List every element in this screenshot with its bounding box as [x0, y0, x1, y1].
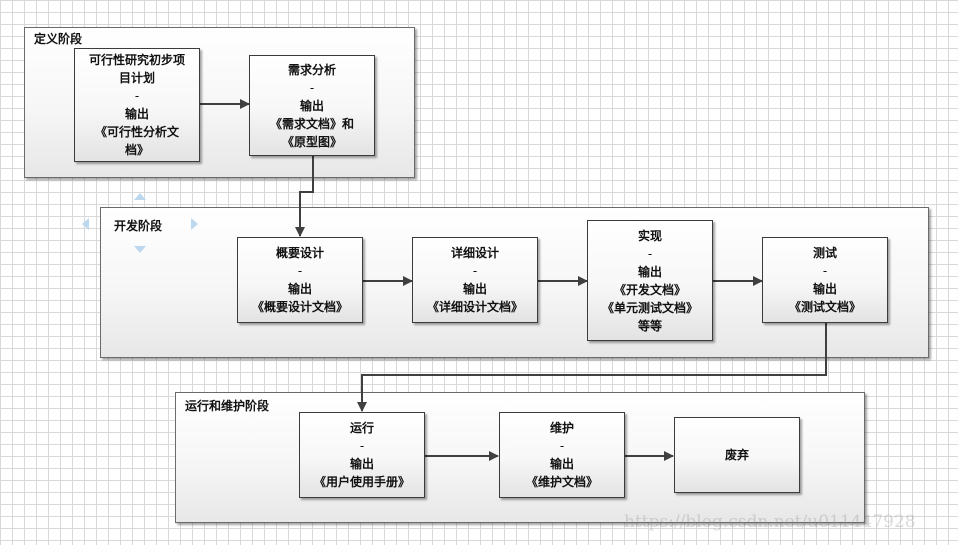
box-maintain-text: 维护 - 输出《维护文档》 — [526, 419, 598, 491]
box-feasibility-text-line: 档》 — [124, 143, 149, 157]
box-feasibility[interactable]: 可行性研究初步项目计划 - 输出《可行性分析文档》 — [74, 48, 200, 162]
box-implement-text-line: 输出 — [637, 264, 662, 279]
box-requirements-text-line: 《原型图》 — [281, 134, 342, 149]
watermark: https://blog.csdn.net/u011447928 — [624, 512, 916, 532]
box-outline-design-text-line: - — [297, 264, 303, 278]
box-requirements-text: 需求分析 - 输出《需求文档》和《原型图》 — [270, 61, 354, 151]
box-detail-design-text-line: 输出 — [462, 282, 487, 296]
box-outline-design-text-line: 《概要设计文档》 — [251, 300, 348, 314]
box-outline-design-text-line: 输出 — [287, 282, 312, 296]
resize-right-handle-icon[interactable] — [191, 218, 198, 230]
resize-left-handle-icon[interactable] — [82, 218, 89, 230]
box-retire-text-line: 废弃 — [724, 448, 749, 462]
box-requirements-text-line: - — [309, 80, 315, 95]
box-run-text: 运行 - 输出《用户使用手册》 — [314, 419, 410, 491]
box-feasibility-text-line: 《可行性分析文 — [94, 125, 179, 139]
box-testing-text-line: - — [822, 264, 828, 278]
box-requirements[interactable]: 需求分析 - 输出《需求文档》和《原型图》 — [249, 55, 375, 156]
box-run-text-line: 输出 — [349, 457, 374, 471]
box-feasibility-text: 可行性研究初步项目计划 - 输出《可行性分析文档》 — [89, 51, 185, 159]
box-run-text-line: 《用户使用手册》 — [313, 475, 410, 489]
box-testing-text: 测试 - 输出《测试文档》 — [789, 244, 861, 316]
phase-develop-title: 开发阶段 — [114, 219, 163, 233]
phase-operate-title: 运行和维护阶段 — [185, 399, 270, 413]
box-feasibility-text-line: 输出 — [124, 107, 149, 121]
box-run[interactable]: 运行 - 输出《用户使用手册》 — [299, 412, 425, 498]
phase-define-title: 定义阶段 — [34, 32, 83, 46]
box-detail-design-text-line: 详细设计 — [450, 246, 499, 260]
box-detail-design-text: 详细设计 - 输出《详细设计文档》 — [427, 244, 523, 316]
box-requirements-text-line: 需求分析 — [287, 62, 336, 77]
box-implement-text-line: 《开发文档》 — [613, 282, 686, 297]
box-maintain-text-line: - — [559, 439, 565, 453]
box-implement-text-line: 等等 — [637, 318, 662, 333]
arrow-testing-to-run — [357, 323, 827, 412]
resize-down-handle-icon[interactable] — [134, 246, 146, 253]
box-testing[interactable]: 测试 - 输出《测试文档》 — [762, 237, 888, 323]
box-implement-text-line: 实现 — [637, 228, 662, 243]
box-maintain-text-line: 《维护文档》 — [525, 475, 598, 489]
box-feasibility-text-line: - — [134, 89, 140, 103]
box-maintain[interactable]: 维护 - 输出《维护文档》 — [499, 412, 625, 498]
arrow-requirements-to-outline — [295, 156, 314, 237]
box-outline-design-text-line: 概要设计 — [275, 246, 324, 260]
box-implement[interactable]: 实现 - 输出《开发文档》《单元测试文档》等等 — [587, 220, 713, 341]
box-requirements-text-line: 输出 — [299, 98, 324, 113]
box-retire[interactable]: 废弃 — [674, 417, 800, 493]
box-outline-design-text: 概要设计 - 输出《概要设计文档》 — [252, 244, 348, 316]
box-feasibility-text-line: 目计划 — [118, 71, 155, 85]
box-implement-text: 实现 - 输出《开发文档》《单元测试文档》等等 — [602, 227, 698, 335]
box-implement-text-line: - — [647, 246, 653, 261]
box-maintain-text-line: 维护 — [549, 421, 574, 435]
box-implement-text-line: 《单元测试文档》 — [601, 300, 698, 315]
box-maintain-text-line: 输出 — [549, 457, 574, 471]
box-detail-design[interactable]: 详细设计 - 输出《详细设计文档》 — [412, 237, 538, 323]
box-run-text-line: - — [359, 439, 365, 453]
box-testing-text-line: 输出 — [812, 282, 837, 296]
box-retire-text: 废弃 — [725, 446, 749, 464]
box-testing-text-line: 《测试文档》 — [788, 300, 861, 314]
box-feasibility-text-line: 可行性研究初步项 — [88, 53, 185, 67]
box-detail-design-text-line: - — [472, 264, 478, 278]
box-testing-text-line: 测试 — [812, 246, 837, 260]
box-detail-design-text-line: 《详细设计文档》 — [426, 300, 523, 314]
resize-up-handle-icon[interactable] — [134, 193, 146, 200]
box-run-text-line: 运行 — [349, 421, 374, 435]
box-requirements-text-line: 《需求文档》和 — [269, 116, 354, 131]
box-outline-design[interactable]: 概要设计 - 输出《概要设计文档》 — [237, 237, 363, 323]
